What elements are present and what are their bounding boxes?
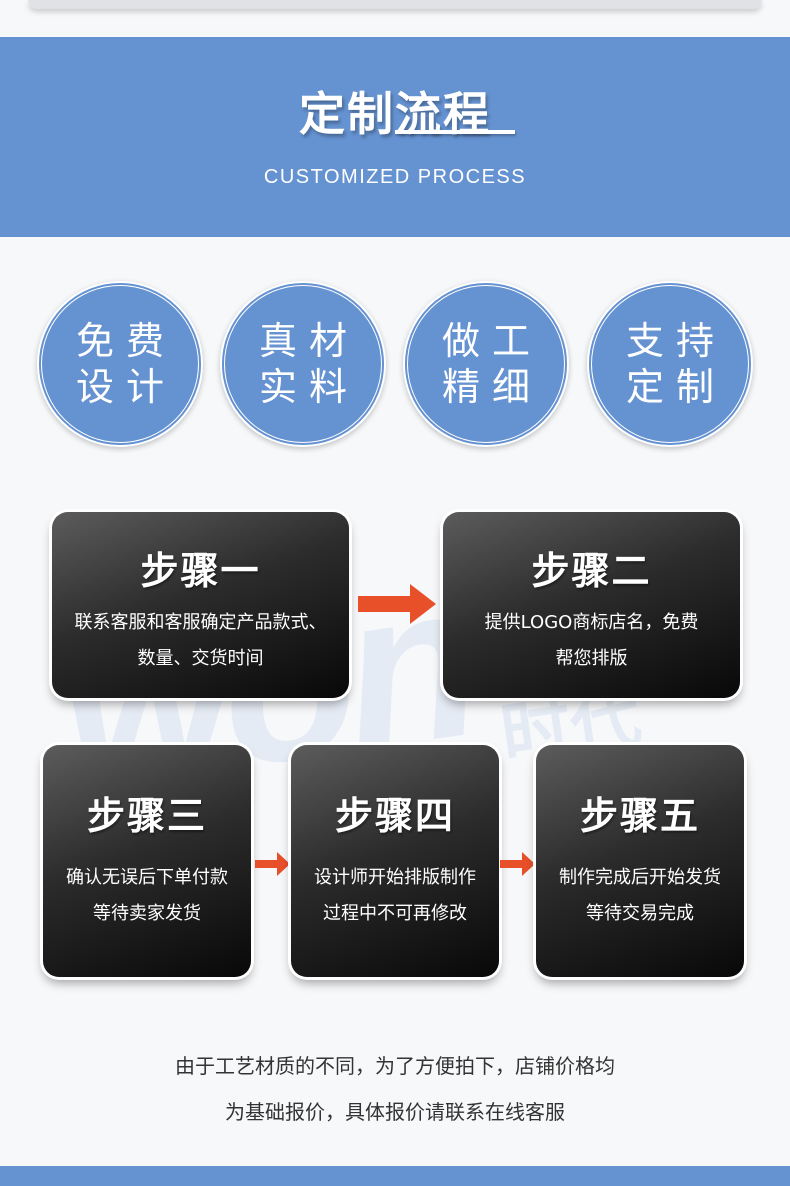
top-strip (0, 0, 790, 30)
step-card-1: 步骤一 联系客服和客服确定产品款式、 数量、交货时间 (52, 512, 349, 698)
step-desc-line-2: 等待卖家发货 (93, 903, 201, 924)
step-title: 步骤五 (579, 794, 700, 838)
step-title: 步骤一 (140, 549, 261, 593)
step-card-5: 步骤五 制作完成后开始发货 等待交易完成 (536, 745, 744, 977)
feature-line-1: 做工 (441, 319, 542, 363)
feature-line-2: 定制 (625, 365, 726, 409)
feature-line-2: 设计 (75, 365, 176, 409)
feature-custom-support: 支持 定制 (587, 281, 753, 447)
feature-line-1: 真材 (258, 319, 359, 363)
step-title: 步骤二 (531, 549, 652, 593)
step-card-2: 步骤二 提供LOGO商标店名，免费 帮您排版 (443, 512, 740, 698)
feature-line-1: 支持 (625, 319, 726, 363)
step-desc-line-2: 等待交易完成 (586, 903, 694, 924)
feature-line-2: 精细 (441, 365, 542, 409)
page-title: 定制流程 (299, 87, 491, 141)
step-card-3: 步骤三 确认无误后下单付款 等待卖家发货 (43, 745, 251, 977)
arrow-right-icon (358, 584, 436, 624)
step-title: 步骤三 (86, 794, 207, 838)
step-card-4: 步骤四 设计师开始排版制作 过程中不可再修改 (291, 745, 499, 977)
step-desc-line-2: 帮您排版 (555, 648, 628, 669)
feature-line-1: 免费 (75, 319, 176, 363)
bottom-bar (0, 1166, 790, 1186)
feature-line-2: 实料 (258, 365, 359, 409)
step-desc-line-2: 数量、交货时间 (137, 648, 264, 669)
feature-fine-craft: 做工 精细 (403, 281, 569, 447)
step-desc-line-1: 联系客服和客服确定产品款式、 (74, 612, 327, 633)
pricing-note-line-1: 由于工艺材质的不同，为了方便拍下，店铺价格均 (175, 1054, 615, 1078)
pricing-note-line-2: 为基础报价，具体报价请联系在线客服 (225, 1100, 565, 1124)
feature-free-design: 免费 设计 (37, 281, 203, 447)
title-underline (395, 130, 515, 134)
top-divider-bar (28, 0, 762, 9)
title-banner (0, 37, 790, 237)
step-desc-line-1: 提供LOGO商标店名，免费 (484, 612, 699, 633)
step-desc-line-2: 过程中不可再修改 (323, 903, 467, 924)
page-subtitle: CUSTOMIZED PROCESS (263, 166, 527, 188)
step-desc-line-1: 设计师开始排版制作 (314, 867, 476, 888)
arrow-right-icon (500, 852, 535, 876)
step-desc-line-1: 确认无误后下单付款 (66, 867, 228, 888)
step-desc-line-1: 制作完成后开始发货 (559, 867, 721, 888)
feature-genuine-materials: 真材 实料 (220, 281, 386, 447)
step-title: 步骤四 (334, 794, 455, 838)
arrow-right-icon (255, 852, 290, 876)
